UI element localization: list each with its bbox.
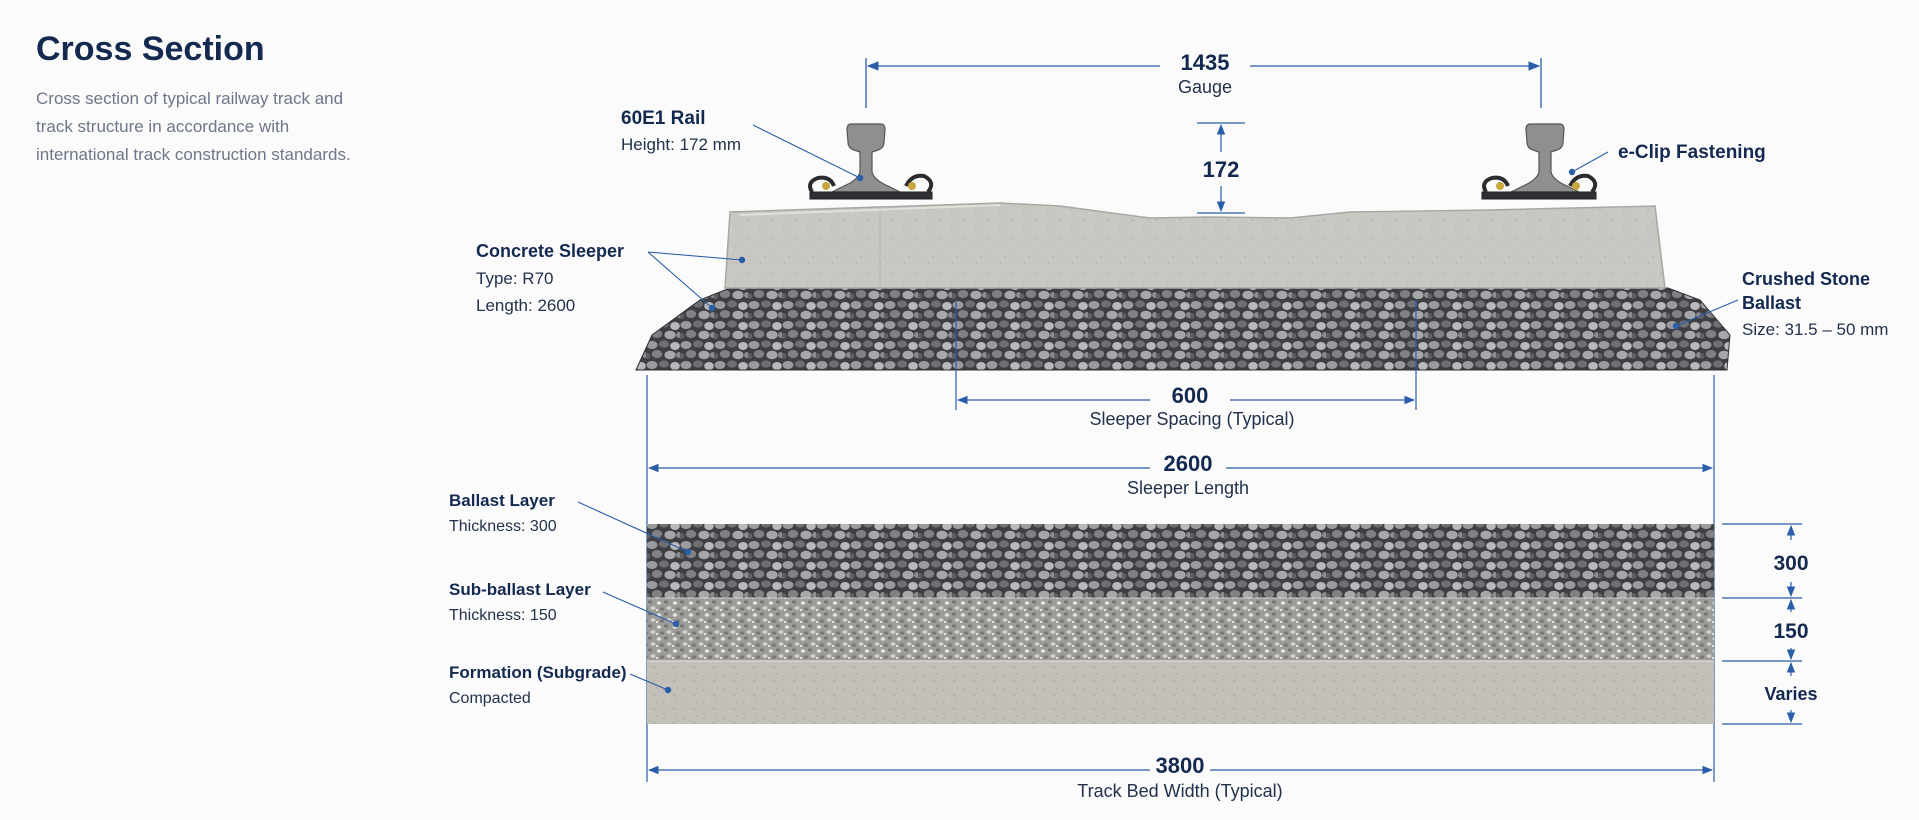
top-ballast [635, 287, 1731, 371]
callout-crushed-stone: Crushed Stone Ballast Size: 31.5 – 50 mm [1672, 269, 1888, 339]
description-line-1: Cross section of typical railway track a… [36, 89, 344, 108]
callout-sleeper: Concrete Sleeper Type: R70 Length: 2600 [476, 241, 746, 315]
page-description: Cross section of typical railway track a… [36, 85, 396, 169]
rail-right [1481, 123, 1597, 200]
rail-height-dimension: 172 [1197, 122, 1245, 214]
track-bed-width-dimension: 3800 Track Bed Width (Typical) [647, 753, 1714, 801]
clip-label-title: e-Clip Fastening [1618, 142, 1766, 163]
ballast-layer [647, 524, 1714, 598]
sleeper-spacing-value: 600 [1172, 383, 1209, 408]
clip-right-icon [1482, 173, 1598, 194]
concrete-sleeper [724, 202, 1666, 289]
description-line-2: track structure in accordance with [36, 117, 290, 136]
ballast-layer-label-detail: Thickness: 300 [449, 518, 557, 535]
rail-height-value: 172 [1203, 157, 1240, 182]
sleeper-label-title: Concrete Sleeper [476, 241, 624, 261]
ballast-layer-label-title: Ballast Layer [449, 491, 555, 510]
sleeper-length-dimension: 2600 Sleeper Length [647, 451, 1714, 498]
page-title: Cross Section [36, 30, 265, 68]
sleeper-length-caption: Sleeper Length [1127, 478, 1249, 498]
rail-left [809, 123, 933, 200]
callout-clip: e-Clip Fastening [1568, 142, 1766, 176]
sub-ballast-label-title: Sub-ballast Layer [449, 580, 591, 599]
gauge-dimension: 1435 Gauge [865, 50, 1542, 108]
description-line-3: international track construction standar… [36, 145, 351, 164]
ballast-thickness-value: 300 [1773, 552, 1808, 575]
sleeper-spacing-caption: Sleeper Spacing (Typical) [1089, 409, 1294, 429]
gauge-value: 1435 [1181, 50, 1230, 75]
crushed-stone-label-line2: Ballast [1742, 293, 1801, 313]
sleeper-label-type: Type: R70 [476, 269, 554, 288]
rail-label-title: 60E1 Rail [621, 108, 706, 129]
formation-layer [647, 661, 1714, 724]
crushed-stone-label-line1: Crushed Stone [1742, 269, 1870, 289]
sub-ballast-layer [647, 598, 1714, 661]
formation-label-title: Formation (Subgrade) [449, 663, 627, 682]
sub-ballast-thickness-value: 150 [1773, 620, 1808, 643]
callout-ballast-layer: Ballast Layer Thickness: 300 [449, 491, 692, 556]
sleeper-spacing-dimension: 600 Sleeper Spacing (Typical) [955, 300, 1417, 429]
sub-ballast-label-detail: Thickness: 150 [449, 607, 557, 624]
formation-label-detail: Compacted [449, 690, 531, 707]
callout-rail: 60E1 Rail Height: 172 mm [621, 108, 864, 182]
callout-formation: Formation (Subgrade) Compacted [449, 663, 672, 707]
callout-sub-ballast-layer: Sub-ballast Layer Thickness: 150 [449, 580, 680, 628]
crushed-stone-label-size: Size: 31.5 – 50 mm [1742, 320, 1888, 339]
track-bed-width-value: 3800 [1156, 753, 1205, 778]
formation-thickness-value: Varies [1764, 684, 1817, 704]
clip-left-icon [808, 173, 934, 194]
header: Cross Section Cross section of typical r… [36, 30, 396, 169]
gauge-caption: Gauge [1178, 77, 1232, 97]
layer-thickness-dimensions: 300 150 Varies [1722, 523, 1818, 725]
sleeper-label-length: Length: 2600 [476, 296, 575, 315]
sleeper-length-value: 2600 [1164, 451, 1213, 476]
track-bed-width-caption: Track Bed Width (Typical) [1077, 781, 1282, 801]
rail-label-detail: Height: 172 mm [621, 135, 741, 154]
